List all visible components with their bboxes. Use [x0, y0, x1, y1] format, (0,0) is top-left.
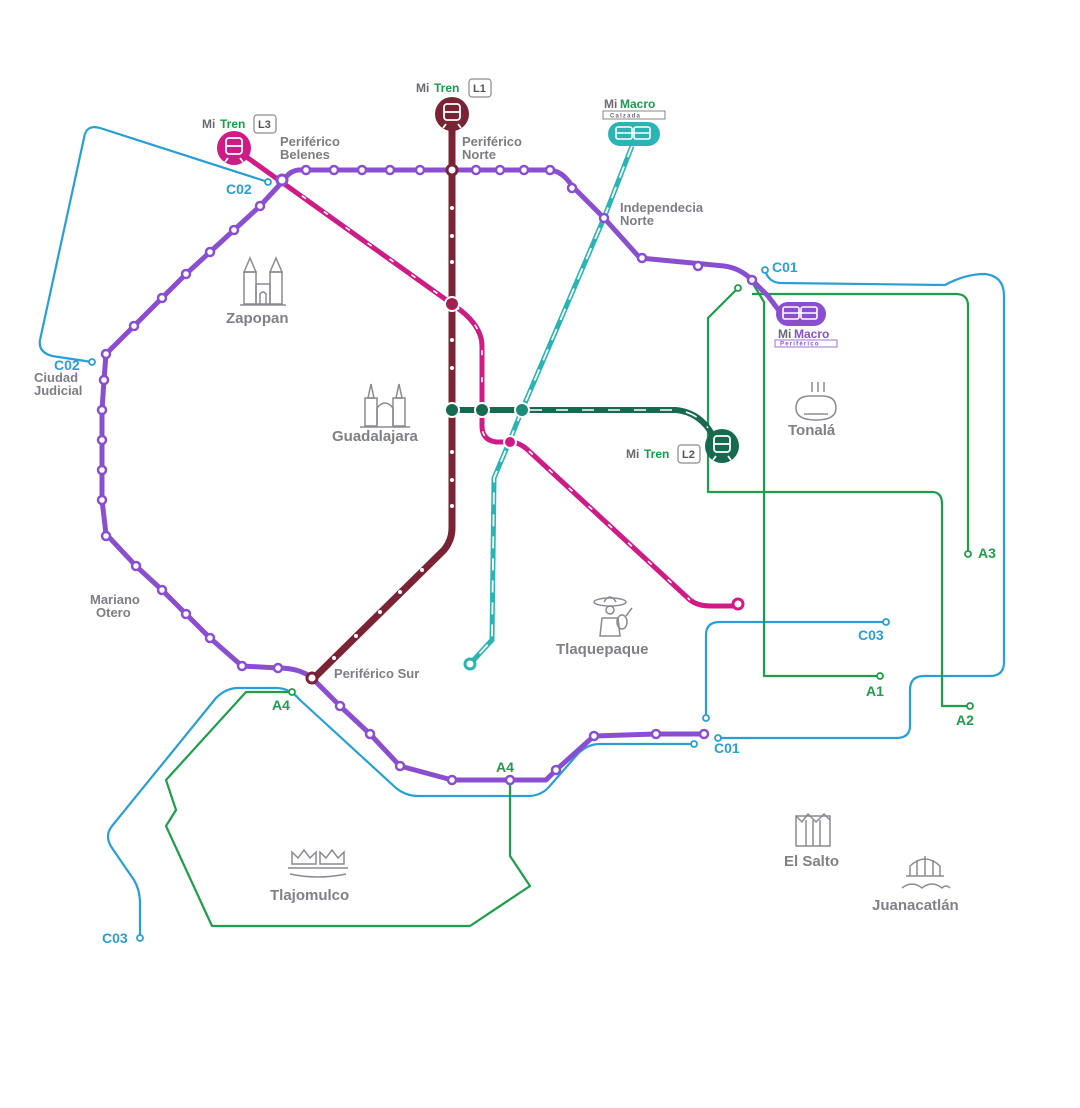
line-l2-dashes: [530, 409, 709, 429]
mariachi-icon: [593, 596, 633, 637]
macro-periferico-badge[interactable]: [776, 302, 826, 326]
route-label-a2[interactable]: A2: [956, 712, 974, 728]
route-a1-path[interactable]: [751, 281, 880, 678]
line-l2: [452, 407, 723, 448]
route-label-c03-bottom[interactable]: C03: [102, 930, 128, 946]
svg-text:Mi: Mi: [604, 97, 617, 111]
route-endpoints: [88, 178, 974, 942]
l1-station-dots: [332, 206, 454, 660]
l2-badge[interactable]: [705, 429, 739, 463]
l3-terminal-dot[interactable]: [731, 597, 745, 611]
municipality-tlaquepaque[interactable]: Tlaquepaque: [556, 641, 649, 658]
station-periferico-sur[interactable]: Periférico Sur: [334, 666, 419, 681]
svg-text:Macro: Macro: [620, 97, 655, 111]
municipality-tonala[interactable]: Tonalá: [788, 422, 836, 439]
svg-text:Macro: Macro: [794, 327, 829, 341]
municipality-el-salto[interactable]: El Salto: [784, 853, 839, 870]
basilica-icon: [240, 256, 286, 306]
route-a3-path[interactable]: [752, 292, 970, 554]
bus-icon: [615, 126, 651, 140]
route-label-c01-top[interactable]: C01: [772, 259, 798, 275]
svg-text:L1: L1: [473, 83, 486, 95]
brand-macro-calzada: Mi Macro Calzada: [602, 97, 666, 120]
svg-text:Tren: Tren: [434, 81, 459, 95]
train-icon: [442, 103, 462, 129]
route-label-c02-top[interactable]: C02: [226, 181, 252, 197]
municipality-juanacatlan[interactable]: Juanacatlán: [872, 897, 959, 914]
brand-macro-periferico: Mi Macro Periférico: [774, 327, 838, 348]
waterfall-icon: [795, 812, 831, 847]
route-label-a1[interactable]: A1: [866, 683, 884, 699]
periferico-stations: [96, 164, 758, 786]
route-label-c03-right[interactable]: C03: [858, 627, 884, 643]
l3-badge[interactable]: [217, 131, 251, 165]
bus-icon: [782, 306, 818, 320]
interchange-l1-l2[interactable]: [444, 402, 460, 418]
line-l3: [232, 145, 745, 611]
svg-text:Mi: Mi: [416, 81, 429, 95]
line-l1: [311, 118, 456, 681]
line-l3-path[interactable]: [232, 145, 738, 609]
brand-l3: Mi Tren L3: [202, 114, 277, 134]
svg-text:Mi: Mi: [778, 327, 791, 341]
interchanges: [275, 163, 530, 685]
route-c03-bottom-path[interactable]: [106, 686, 694, 936]
cathedral-icon: [360, 383, 410, 428]
interchange-l1-sur[interactable]: [305, 671, 319, 685]
svg-text:Periférico: Periférico: [780, 342, 820, 348]
route-label-a4-left[interactable]: A4: [272, 697, 290, 713]
svg-text:Tren: Tren: [644, 447, 669, 461]
svg-text:L2: L2: [682, 449, 695, 461]
green-routes: [164, 281, 970, 928]
bridge-icon: [901, 856, 951, 890]
route-label-a3[interactable]: A3: [978, 545, 996, 561]
crowns-icon: [288, 848, 348, 878]
pottery-icon: [795, 382, 837, 421]
interchange-belenes[interactable]: [275, 173, 289, 187]
route-labels: C02 C02 C01 C01 C03 C03 A1 A2 A3 A4 A4: [54, 181, 996, 946]
interchange-l1-norte[interactable]: [445, 163, 459, 177]
route-a4-path[interactable]: [164, 690, 532, 928]
brand-l2: Mi Tren L2: [626, 444, 701, 464]
svg-text:L3: L3: [258, 119, 271, 131]
interchange-l3-l2[interactable]: [474, 402, 490, 418]
brand-l1: Mi Tren L1: [416, 78, 492, 98]
line-l1-path[interactable]: [311, 118, 456, 681]
route-c03-right-path[interactable]: [704, 620, 886, 718]
blue-routes: [38, 126, 1006, 936]
interchange-macro-l2[interactable]: [514, 402, 530, 418]
macro-periferico-path[interactable]: [99, 167, 782, 783]
interchange-macro-l3[interactable]: [503, 435, 517, 449]
train-icon: [224, 137, 244, 163]
line-macro-periferico: [96, 164, 782, 786]
municipality-labels: Zapopan Guadalajara Tonalá Tlaquepaque T…: [226, 310, 959, 914]
route-c02-path[interactable]: [38, 126, 269, 364]
l1-badge[interactable]: [435, 97, 469, 131]
municipality-zapopan[interactable]: Zapopan: [226, 310, 289, 327]
route-label-c02-left[interactable]: C02: [54, 357, 80, 373]
route-label-c01-bottom[interactable]: C01: [714, 740, 740, 756]
interchange-l1-l3[interactable]: [444, 296, 460, 312]
municipality-icons: [240, 256, 951, 890]
municipality-guadalajara[interactable]: Guadalajara: [332, 428, 419, 445]
macro-calzada-terminal-dot[interactable]: [463, 657, 477, 671]
svg-text:Tren: Tren: [220, 117, 245, 131]
macro-calzada-badge[interactable]: [608, 122, 660, 146]
train-icon: [712, 435, 732, 461]
route-label-a4-mid[interactable]: A4: [496, 759, 514, 775]
municipality-tlajomulco[interactable]: Tlajomulco: [270, 887, 349, 904]
svg-text:Mi: Mi: [626, 447, 639, 461]
route-c01-path[interactable]: [718, 269, 1006, 740]
svg-text:Calzada: Calzada: [610, 114, 641, 120]
route-a2-path[interactable]: [706, 287, 970, 708]
svg-text:Mi: Mi: [202, 117, 215, 131]
